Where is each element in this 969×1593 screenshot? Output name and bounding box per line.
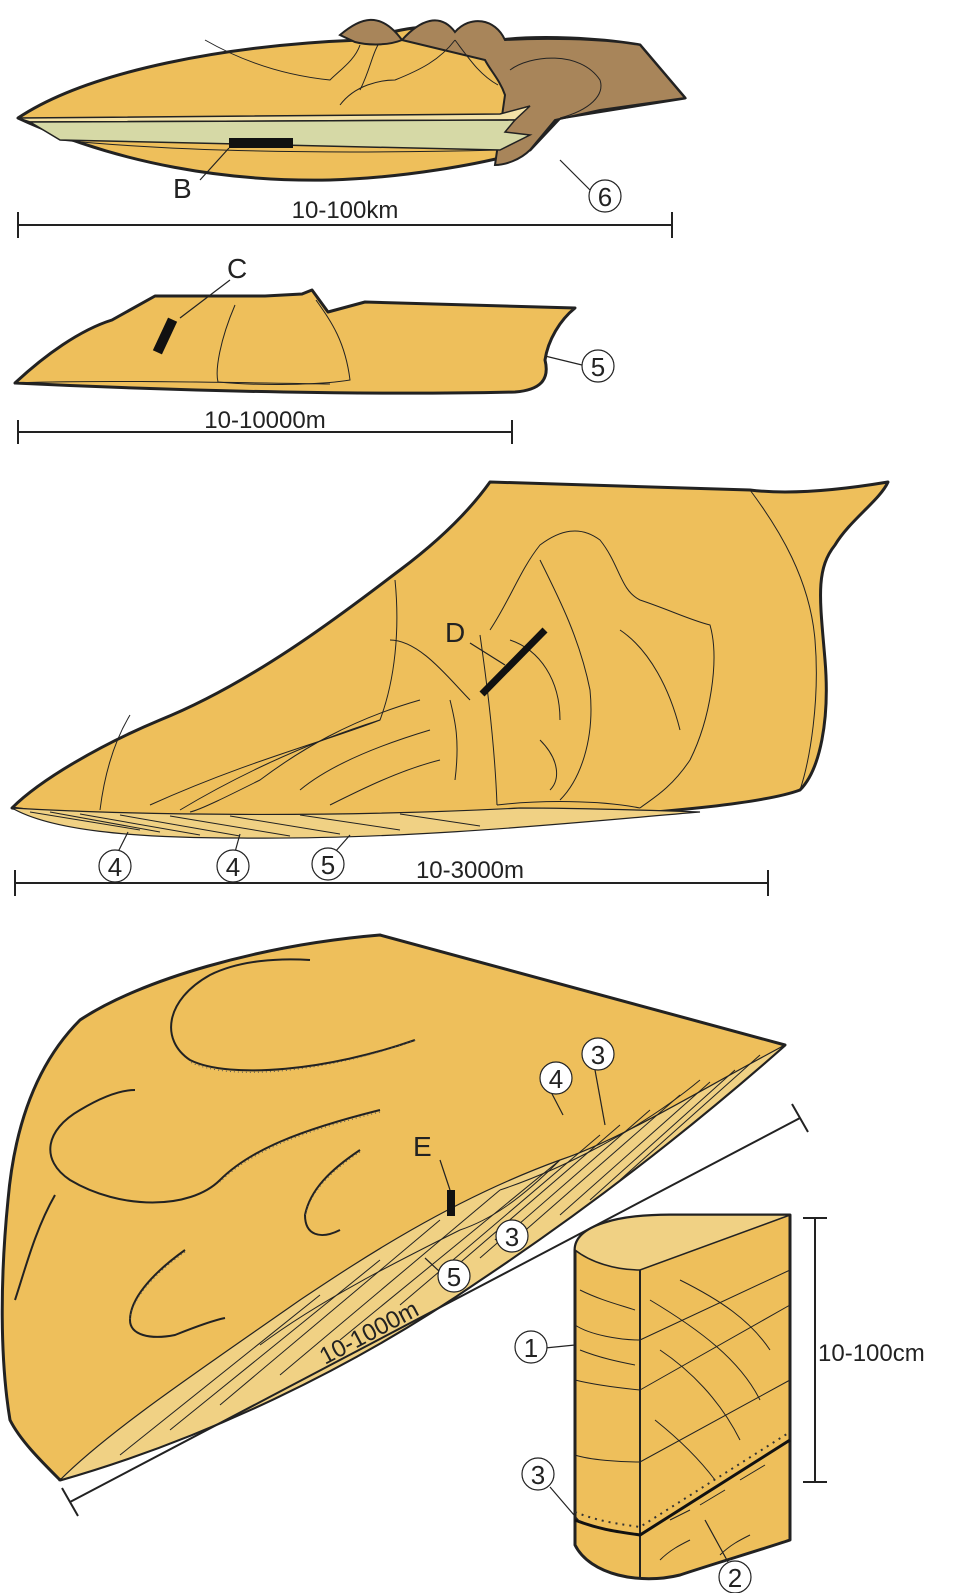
dune-body xyxy=(15,290,575,393)
callout-3-bedform-low: 3 xyxy=(505,1222,519,1252)
callout-5-mid: 5 xyxy=(321,850,335,880)
panel-dune-set: D 4 4 5 10-3000m xyxy=(12,482,888,896)
callout-4-mid: 4 xyxy=(226,852,240,882)
callout-4-left: 4 xyxy=(108,852,122,882)
callout-5-bedform: 5 xyxy=(447,1262,461,1292)
core-body xyxy=(575,1215,790,1579)
marker-label-b: B xyxy=(173,173,192,204)
panel-dune: C 5 10-10000m xyxy=(15,253,614,444)
panel-dune-field: B 6 10-100km xyxy=(18,20,685,238)
callout-4-bedform: 4 xyxy=(549,1064,563,1094)
scale-label-10-100cm: 10-100cm xyxy=(818,1340,925,1367)
scale-bar-10-100km: 10-100km xyxy=(18,197,672,238)
marker-label-c: C xyxy=(227,253,247,284)
callout-5-top: 5 xyxy=(591,352,605,382)
scale-bar-10-100cm: 10-100cm xyxy=(803,1218,925,1482)
callout-3-bedform-top: 3 xyxy=(591,1040,605,1070)
scale-label-10-10000m: 10-10000m xyxy=(204,407,325,434)
callout-2-core: 2 xyxy=(728,1563,742,1593)
marker-label-e: E xyxy=(413,1131,432,1162)
callout-3-core: 3 xyxy=(531,1460,545,1490)
panel-core: 1 3 2 10-100cm xyxy=(515,1215,925,1593)
scale-label-10-3000m: 10-3000m xyxy=(416,857,524,884)
callout-1-core: 1 xyxy=(524,1333,538,1363)
callout-6: 6 xyxy=(598,182,612,212)
scale-bar-10-10000m: 10-10000m xyxy=(18,407,512,444)
sample-marker-b xyxy=(229,138,293,148)
scale-label-10-100km: 10-100km xyxy=(292,197,399,224)
marker-label-d: D xyxy=(445,617,465,648)
dune-set-body xyxy=(12,482,888,825)
